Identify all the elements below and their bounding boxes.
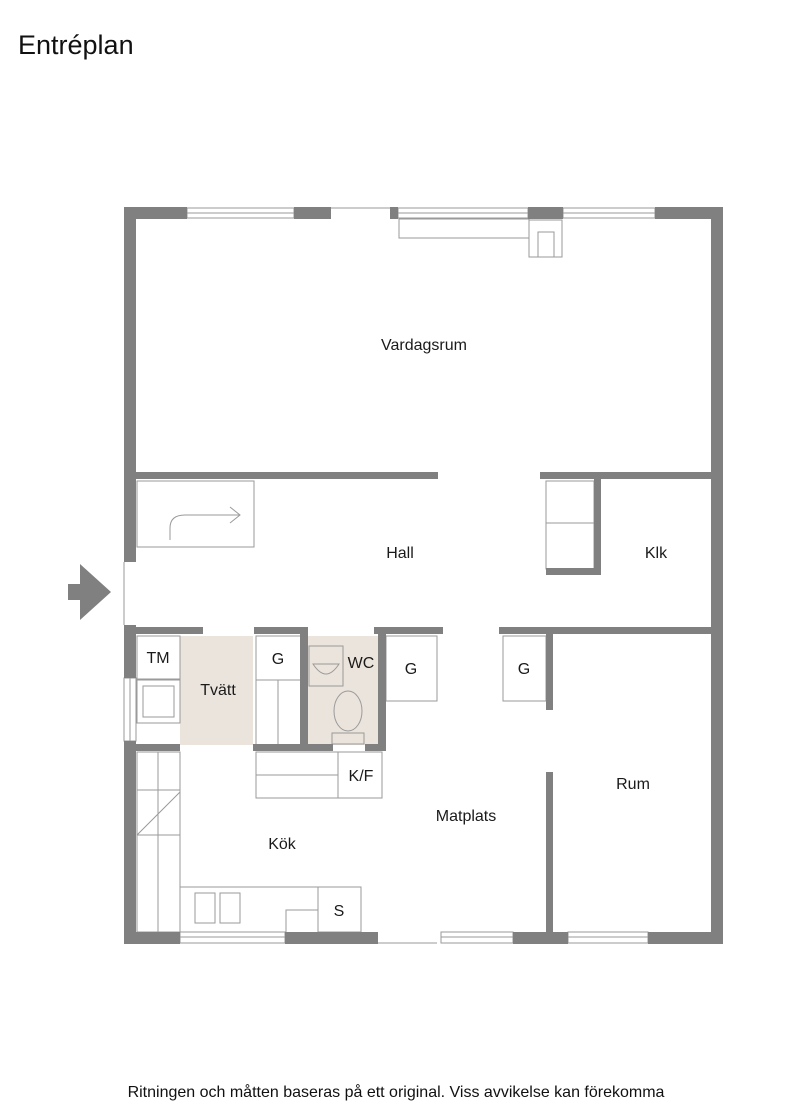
- wall-rum-stub: [546, 627, 553, 710]
- wall-hall-bottom-left: [136, 627, 203, 634]
- room-hall: Hall: [386, 545, 414, 562]
- fireplace-icon: [528, 219, 563, 258]
- wall-left-upper: [124, 207, 136, 562]
- wall-laundry-bottom: [136, 744, 180, 751]
- counter-s-step: [285, 909, 318, 932]
- wall-rum-left: [546, 772, 553, 934]
- sink-icon: [308, 645, 344, 687]
- room-klk: Klk: [645, 545, 668, 562]
- washing-machine-inner: [142, 685, 175, 718]
- wall-bottom-c: [513, 932, 568, 944]
- wall-bottom-d: [648, 932, 723, 944]
- wall-hall-bottom-mid: [254, 627, 302, 634]
- wall-wc-bottom: [300, 744, 333, 751]
- room-g3: G: [518, 661, 530, 678]
- wall-bottom-b: [285, 932, 378, 944]
- room-g1: G: [272, 651, 284, 668]
- toilet-tank: [331, 732, 365, 745]
- room-s: S: [334, 903, 345, 920]
- closet-shelf: [545, 480, 595, 570]
- wall-klk-bottom: [499, 627, 711, 634]
- room-matplats: Matplats: [436, 808, 496, 825]
- room-g2: G: [405, 661, 417, 678]
- laundry-floor: [180, 636, 253, 745]
- page-title: Entréplan: [18, 30, 134, 60]
- room-rum: Rum: [616, 776, 650, 793]
- fixtures: [123, 207, 656, 944]
- entrance-arrow-icon: [68, 564, 111, 620]
- wall-wc-left: [300, 627, 308, 745]
- wall-right: [711, 207, 723, 944]
- washing-machine-icon: [136, 679, 181, 724]
- wall-left-lower: [124, 741, 136, 944]
- wall-living-bottom-left: [136, 472, 438, 479]
- wall-bottom-a: [124, 932, 180, 944]
- tm-box: [136, 635, 181, 680]
- disclaimer-footer: Ritningen och måtten baseras på ett orig…: [127, 1084, 665, 1101]
- wall-top-c: [390, 207, 398, 219]
- wall-top-a: [124, 207, 187, 219]
- wall-top-e: [655, 207, 723, 219]
- wall-wc-bottom-right: [365, 744, 386, 751]
- kitchen-sink-b: [219, 892, 241, 924]
- room-vardagsrum: Vardagsrum: [381, 337, 467, 354]
- fireplace-inner: [537, 231, 555, 258]
- wall-left-mid: [124, 625, 136, 678]
- room-tvatt: Tvätt: [200, 682, 236, 699]
- wall-top-d: [528, 207, 563, 219]
- room-tm: TM: [146, 650, 169, 667]
- wall-top-b: [294, 207, 331, 219]
- stairs: [136, 480, 255, 548]
- room-kf: K/F: [349, 768, 374, 785]
- wall-living-bottom-right: [540, 472, 711, 479]
- room-kok: Kök: [268, 836, 297, 853]
- stove-icon: [136, 789, 181, 836]
- walls: [124, 207, 723, 944]
- sink-basin: [312, 663, 340, 675]
- wall-klk-bottom-stub: [546, 568, 601, 575]
- toilet-icon: [333, 690, 363, 732]
- wall-laundry-bottom-right: [253, 744, 308, 751]
- wall-klk-left: [594, 479, 601, 575]
- stove-lightning: [136, 791, 181, 836]
- stair-arrow-icon: [169, 506, 241, 540]
- room-wc: WC: [348, 655, 375, 672]
- wall-wc-right: [378, 627, 386, 751]
- kitchen-sink-a: [194, 892, 216, 924]
- window-bench: [398, 218, 530, 239]
- wall-hall-bottom-wc: [374, 627, 443, 634]
